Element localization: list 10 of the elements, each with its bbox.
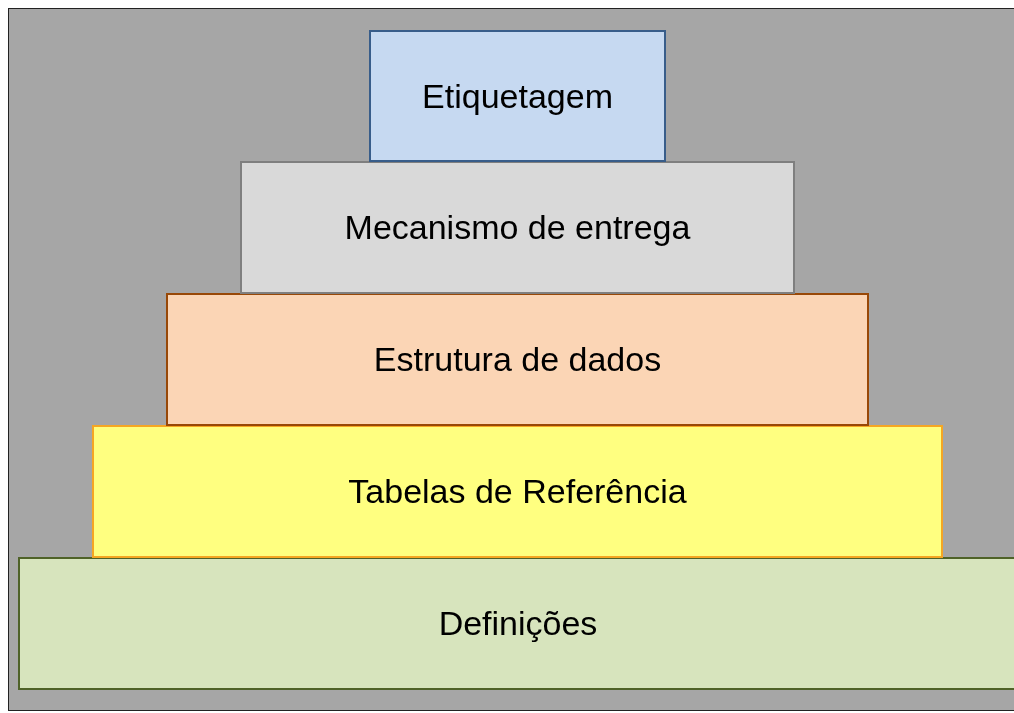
pyramid-layer (369, 30, 666, 162)
pyramid-layer (18, 557, 1014, 690)
layer-label: Estrutura de dados (373, 340, 662, 379)
pyramid-layer (92, 425, 943, 558)
layer-label: Definições (438, 604, 598, 643)
layer-label: Mecanismo de entrega (344, 208, 691, 247)
layer-label: Tabelas de Referência (348, 472, 687, 511)
layer-label: Etiquetagem (422, 76, 613, 116)
pyramid-layer (166, 293, 869, 426)
pyramid-layer (240, 161, 795, 294)
